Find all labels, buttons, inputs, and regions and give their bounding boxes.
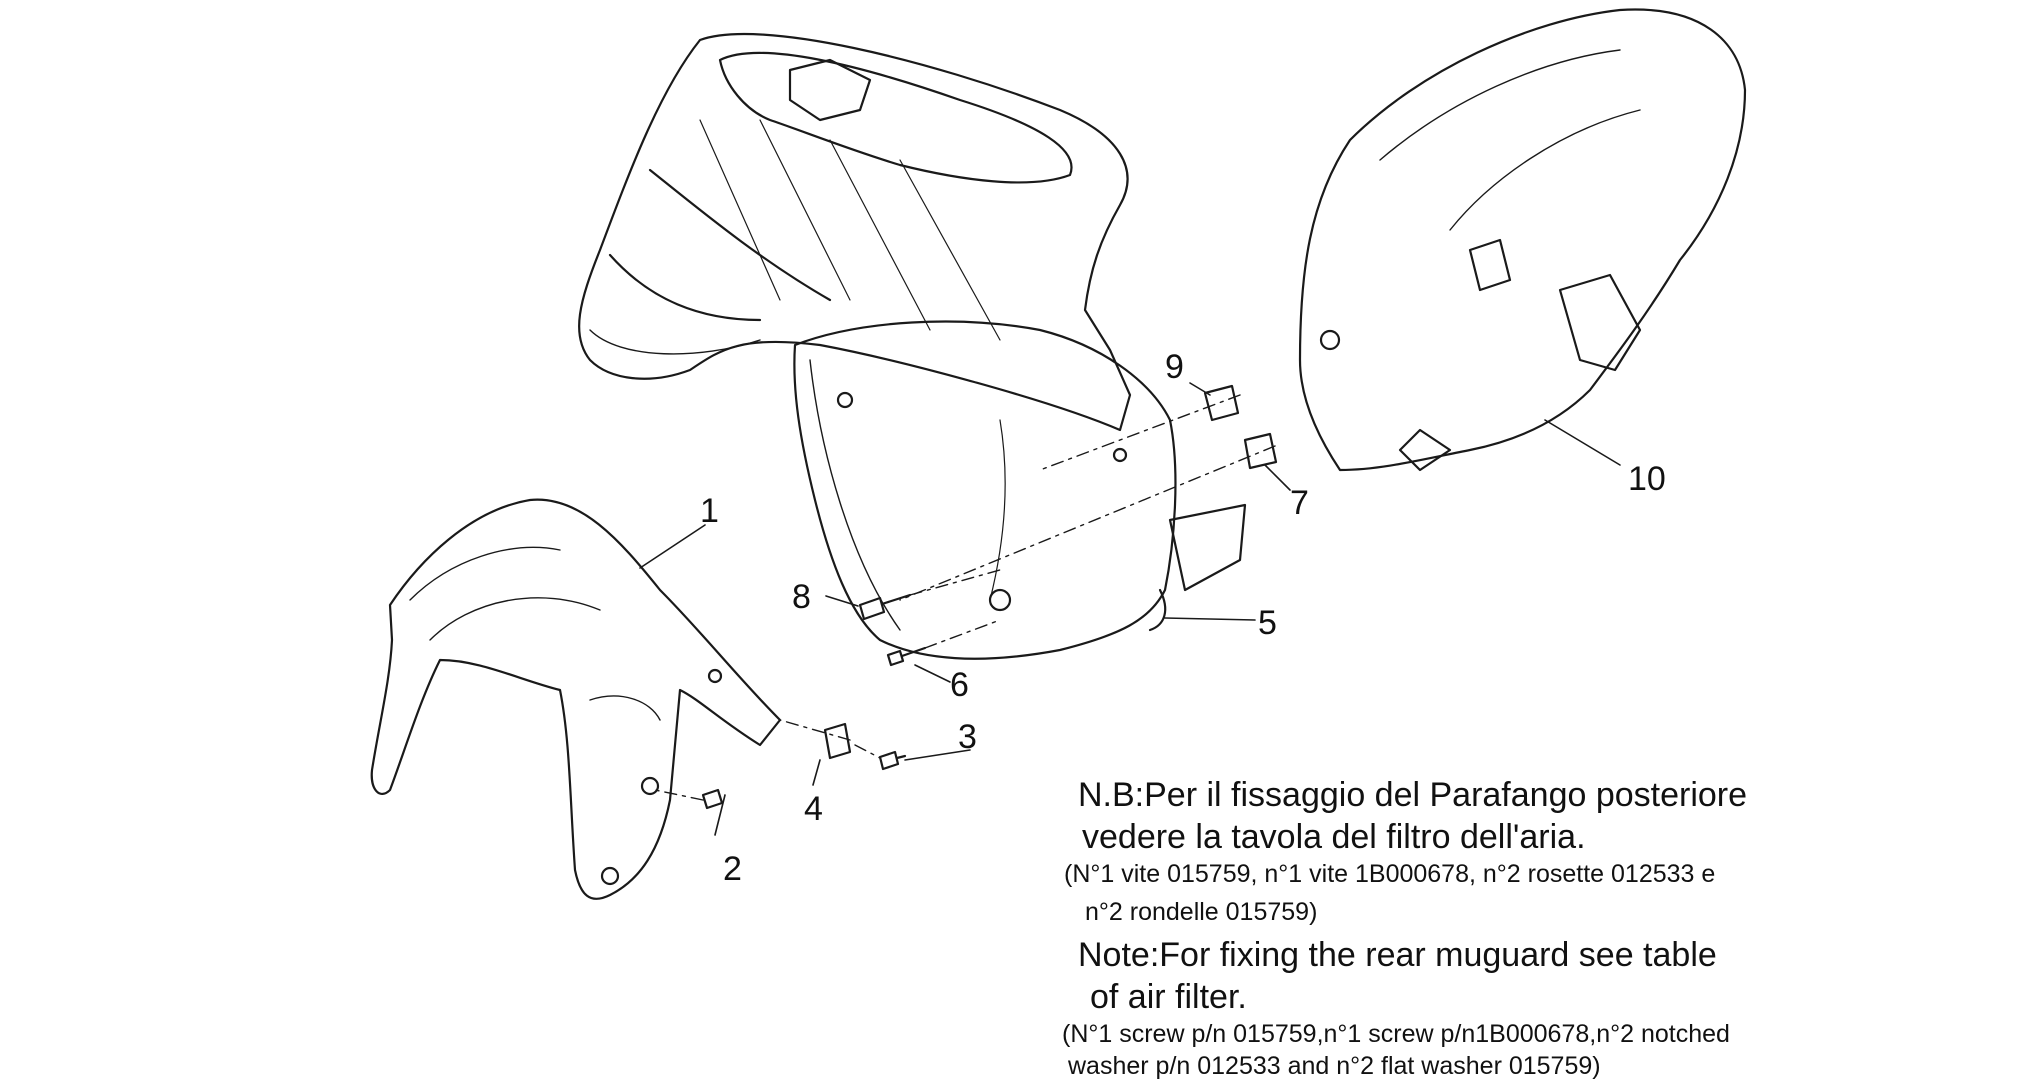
note-it-line3: (N°1 vite 015759, n°1 vite 1B000678, n°2… (1064, 860, 1716, 888)
note-en-line2: of air filter. (1090, 978, 1247, 1016)
note-it-line4: n°2 rondelle 015759) (1085, 898, 1318, 926)
callout-4: 4 (804, 790, 823, 828)
leader-lines (639, 382, 1621, 836)
nut-part-4 (823, 722, 852, 760)
front-mudguard-part-1 (370, 498, 782, 900)
screw-part-6 (886, 646, 927, 667)
note-en-line4: washer p/n 012533 and n°2 flat washer 01… (1068, 1052, 1601, 1080)
callout-10: 10 (1628, 460, 1666, 498)
note-it-line1: N.B:Per il fissaggio del Parafango poste… (1078, 776, 1748, 814)
callout-9: 9 (1165, 348, 1184, 386)
callout-3: 3 (958, 718, 977, 756)
screw-part-2 (701, 788, 724, 810)
callout-8: 8 (792, 578, 811, 616)
note-en-line1: Note:For fixing the rear muguard see tab… (1078, 936, 1717, 974)
callout-7: 7 (1290, 484, 1309, 522)
callout-1: 1 (700, 492, 719, 530)
callout-2: 2 (723, 850, 742, 888)
clip-part-7 (1243, 432, 1278, 470)
callout-5: 5 (1258, 604, 1277, 642)
note-it-line2: vedere la tavola del filtro dell'aria. (1082, 818, 1586, 856)
rear-mudguard-part-10 (1298, 8, 1747, 472)
note-en-line3: (N°1 screw p/n 015759,n°1 screw p/n1B000… (1062, 1020, 1730, 1048)
callout-6: 6 (950, 666, 969, 704)
screw-part-3 (878, 750, 907, 771)
clip-part-9 (1203, 384, 1240, 422)
upper-cover-part (578, 32, 1132, 432)
assembly-center-lines (654, 394, 1276, 801)
screw-part-8 (858, 593, 912, 621)
